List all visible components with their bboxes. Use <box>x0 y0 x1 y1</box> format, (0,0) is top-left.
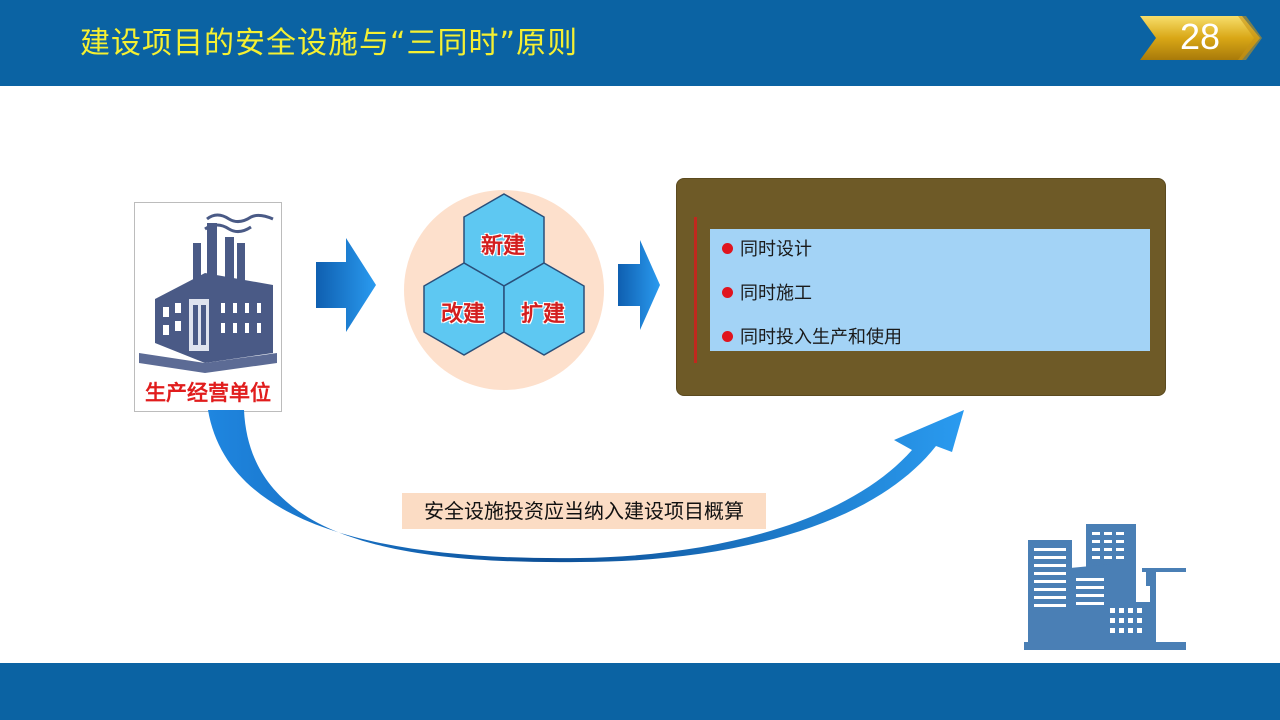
factory-icon <box>139 213 277 373</box>
bullet-dot-icon <box>722 287 733 298</box>
hex-expand <box>503 262 585 356</box>
panel-accent-line <box>694 217 697 363</box>
principles-list: 同时设计 同时施工 同时投入生产和使用 <box>710 229 1150 351</box>
page-number: 28 <box>1179 16 1221 57</box>
bullet-dot-icon <box>722 331 733 342</box>
hex-label-new: 新建 <box>481 234 526 259</box>
factory-card: 生产经营单位 <box>134 202 282 412</box>
arrow-right-icon <box>316 238 376 332</box>
investment-note: 安全设施投资应当纳入建设项目概算 <box>402 493 766 529</box>
principle-text: 同时设计 <box>740 239 812 260</box>
city-buildings-icon <box>1024 524 1186 650</box>
slide-title: 建设项目的安全设施与“三同时”原则 <box>80 26 579 61</box>
hexagon-cluster <box>404 190 604 390</box>
footer-bar <box>0 663 1280 720</box>
principle-item: 同时投入生产和使用 <box>722 323 902 349</box>
factory-label: 生产经营单位 <box>145 381 271 405</box>
header-bar <box>0 0 1280 86</box>
three-simultaneous-panel: 同时设计 同时施工 同时投入生产和使用 <box>676 178 1166 396</box>
page-number-badge <box>1140 16 1262 60</box>
arrow-right-icon <box>618 240 660 330</box>
project-types-group: 新建 改建 扩建 <box>404 190 604 390</box>
principle-text: 同时投入生产和使用 <box>740 327 902 348</box>
hex-label-rebuild: 改建 <box>441 302 486 327</box>
principle-item: 同时设计 <box>722 235 812 261</box>
principle-text: 同时施工 <box>740 283 812 304</box>
principle-item: 同时施工 <box>722 279 812 305</box>
bullet-dot-icon <box>722 243 733 254</box>
hex-label-expand: 扩建 <box>521 302 566 327</box>
